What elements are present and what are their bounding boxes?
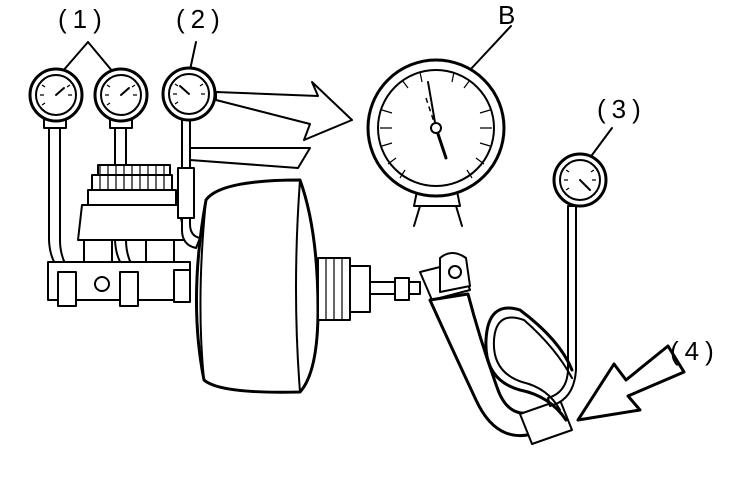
label-gauge-b: B: [498, 0, 522, 30]
master-cylinder: [47, 164, 191, 307]
gauge-1-right: [93, 67, 149, 123]
leader-lines-gauge-1: [61, 25, 613, 156]
gauge-b-zoomed: [366, 58, 506, 227]
brake-pedal: [419, 252, 573, 445]
zoom-arrow: [215, 81, 353, 141]
force-arrow-4: [576, 344, 686, 422]
label-gauge-2: (2): [176, 4, 226, 34]
brake-booster: [195, 178, 421, 394]
hose-gauge-2: [177, 119, 311, 249]
label-gauge-1: (1): [58, 4, 108, 34]
gauge-1-left: [28, 67, 84, 123]
gauge-3: [552, 152, 608, 208]
hose-gauge-3: [484, 205, 577, 422]
label-item-4: (4): [670, 336, 720, 366]
gauge-2: [161, 66, 217, 122]
label-gauge-3: (3): [597, 94, 647, 124]
